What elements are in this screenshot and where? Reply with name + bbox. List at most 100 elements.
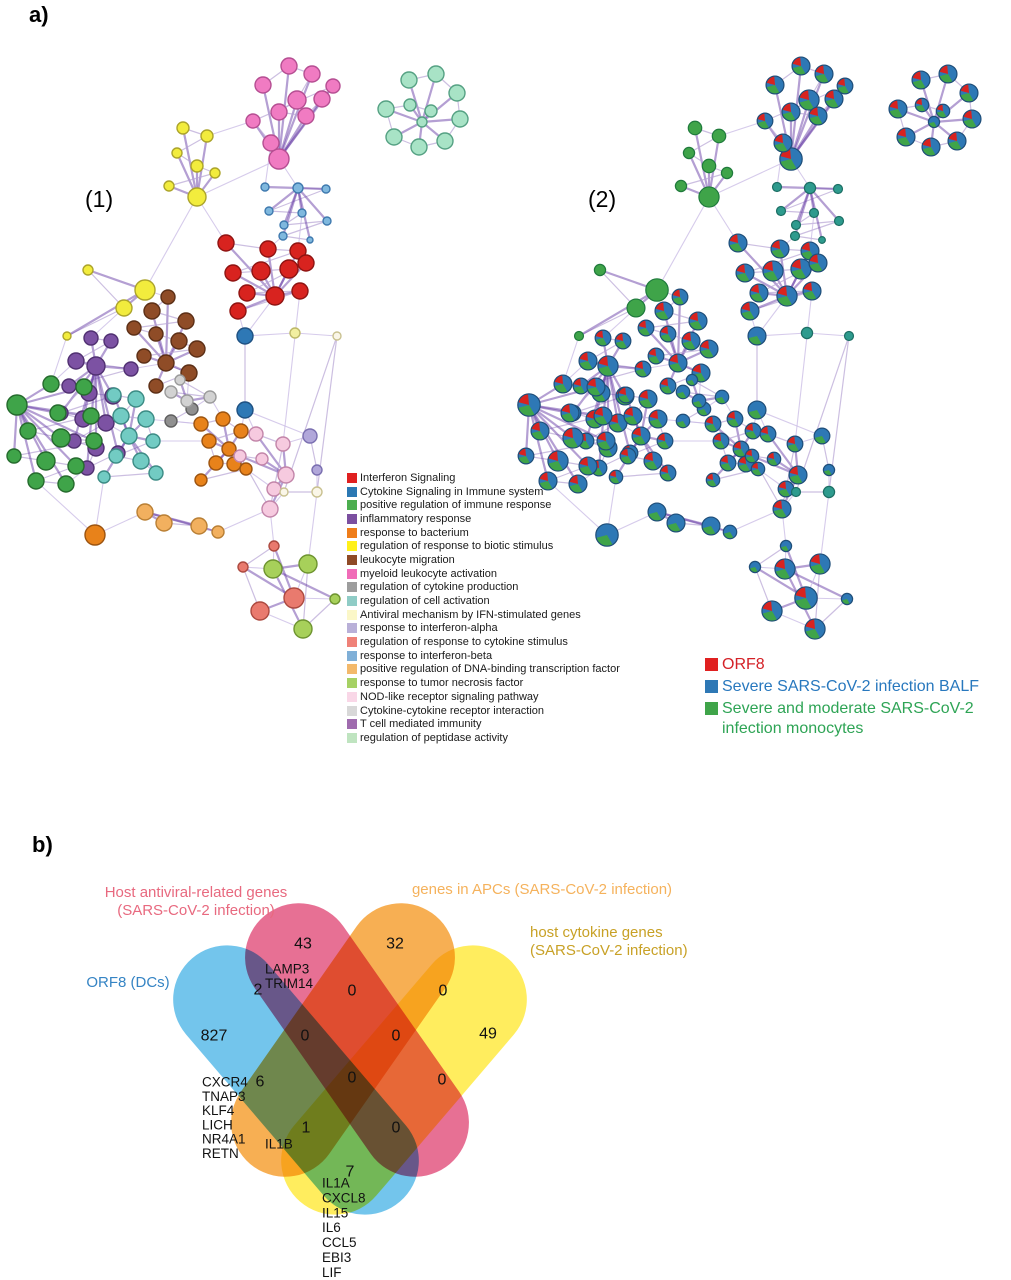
network-node bbox=[120, 427, 138, 445]
network-node bbox=[86, 356, 106, 376]
pie-wedge-red bbox=[705, 416, 713, 424]
network-node bbox=[19, 422, 37, 440]
legend-label: regulation of peptidase activity bbox=[360, 731, 508, 744]
pathway-legend-item: response to bacterium bbox=[347, 526, 620, 540]
pathway-legend-item: response to interferon-alpha bbox=[347, 622, 620, 636]
pie-wedge-red bbox=[648, 348, 656, 356]
network-node bbox=[239, 462, 253, 476]
network-2-nodes bbox=[517, 56, 982, 640]
network-node bbox=[126, 320, 142, 336]
network-node bbox=[427, 65, 445, 83]
network-node bbox=[263, 559, 283, 579]
pathway-legend-item: positive regulation of immune response bbox=[347, 498, 620, 512]
network-pie-node bbox=[687, 120, 703, 136]
pie-wedge-red bbox=[774, 134, 783, 143]
pathway-legend-item: response to tumor necrosis factor bbox=[347, 676, 620, 690]
network-pie-node bbox=[674, 179, 688, 193]
pie-wedge-red bbox=[689, 312, 698, 321]
legend-label: response to bacterium bbox=[360, 526, 469, 539]
network-node bbox=[325, 78, 341, 94]
pie-wedge-red bbox=[889, 100, 898, 109]
network-node bbox=[261, 500, 279, 518]
pie-wedge-red bbox=[518, 393, 529, 405]
pie-wedge-red bbox=[750, 284, 759, 293]
network-node bbox=[203, 390, 217, 404]
network-node bbox=[233, 423, 249, 439]
network-node bbox=[248, 426, 264, 442]
network-node bbox=[215, 411, 231, 427]
legend-color-swatch bbox=[347, 568, 357, 579]
network-node bbox=[148, 465, 164, 481]
pie-wedge-red bbox=[655, 302, 664, 311]
venn-gene-name: LAMP3 bbox=[265, 962, 309, 977]
network-pie-node bbox=[573, 330, 585, 342]
network-pie-node bbox=[800, 326, 814, 340]
network-node bbox=[143, 302, 161, 320]
network-node bbox=[279, 259, 299, 279]
network-node bbox=[176, 121, 190, 135]
network-node bbox=[291, 282, 309, 300]
network-node bbox=[137, 410, 155, 428]
legend-label: inflammatory response bbox=[360, 512, 472, 525]
network-node bbox=[132, 452, 150, 470]
pie-wedge-red bbox=[757, 113, 765, 121]
pie-wedge-red bbox=[672, 289, 680, 297]
network-node bbox=[275, 436, 291, 452]
pie-wedge-red bbox=[745, 423, 753, 431]
network-node bbox=[97, 470, 111, 484]
pie-wedge-red bbox=[810, 554, 820, 564]
pie-wedge-red bbox=[660, 465, 668, 473]
pathway-legend-item: regulation of response to cytokine stimu… bbox=[347, 635, 620, 649]
network-node bbox=[36, 451, 56, 471]
pie-wedge-red bbox=[763, 261, 773, 271]
network-node bbox=[6, 448, 22, 464]
network-node bbox=[287, 90, 307, 110]
venn-count: 0 bbox=[348, 1070, 357, 1087]
venn-count: 49 bbox=[479, 1026, 497, 1043]
pie-wedge-red bbox=[738, 456, 746, 464]
network-node bbox=[302, 428, 318, 444]
pie-wedge-red bbox=[594, 407, 603, 416]
venn-gene-name: NR4A1 bbox=[202, 1132, 246, 1147]
venn-count: 0 bbox=[392, 1120, 401, 1137]
pie-wedge-red bbox=[531, 422, 540, 431]
legend-color-swatch bbox=[347, 609, 357, 620]
pie-wedge-red bbox=[837, 78, 845, 86]
network-node bbox=[268, 540, 280, 552]
venn-diagram bbox=[173, 903, 527, 1215]
network-node bbox=[171, 147, 183, 159]
network-node bbox=[313, 90, 331, 108]
pie-wedge-red bbox=[586, 410, 595, 419]
venn-gene-name: RETN bbox=[202, 1146, 239, 1161]
venn-count: 1 bbox=[302, 1120, 311, 1137]
legend-label: regulation of response to cytokine stimu… bbox=[360, 636, 568, 649]
group-legend-item: Severe SARS-CoV-2 infection BALF bbox=[705, 677, 1011, 697]
pathway-legend-item: regulation of cytokine production bbox=[347, 581, 620, 595]
legend-label: regulation of response to biotic stimulu… bbox=[360, 540, 554, 553]
legend-color-swatch bbox=[347, 500, 357, 511]
network-node bbox=[293, 619, 313, 639]
legend-color-swatch bbox=[347, 664, 357, 675]
network-2-label: (2) bbox=[588, 186, 617, 212]
network-node bbox=[377, 100, 395, 118]
network-node bbox=[245, 113, 261, 129]
pie-wedge-red bbox=[939, 65, 948, 74]
network-node bbox=[255, 452, 269, 466]
network-pie-node bbox=[808, 207, 820, 219]
network-pie-node bbox=[818, 236, 826, 244]
network-2 bbox=[517, 56, 982, 640]
network-node bbox=[416, 116, 428, 128]
venn-gene-name: IL6 bbox=[322, 1220, 341, 1235]
network-node bbox=[83, 330, 99, 346]
pie-wedge-red bbox=[635, 361, 643, 369]
pie-wedge-red bbox=[825, 90, 834, 99]
pie-wedge-red bbox=[777, 286, 787, 296]
network-node bbox=[303, 65, 321, 83]
network-node bbox=[278, 231, 288, 241]
pie-wedge-red bbox=[573, 378, 581, 386]
pie-wedge-red bbox=[639, 390, 648, 399]
legend-color-swatch bbox=[347, 527, 357, 538]
legend-label: leukocyte migration bbox=[360, 553, 455, 566]
venn-gene-name: CCL5 bbox=[322, 1235, 357, 1250]
pie-wedge-red bbox=[729, 234, 738, 243]
